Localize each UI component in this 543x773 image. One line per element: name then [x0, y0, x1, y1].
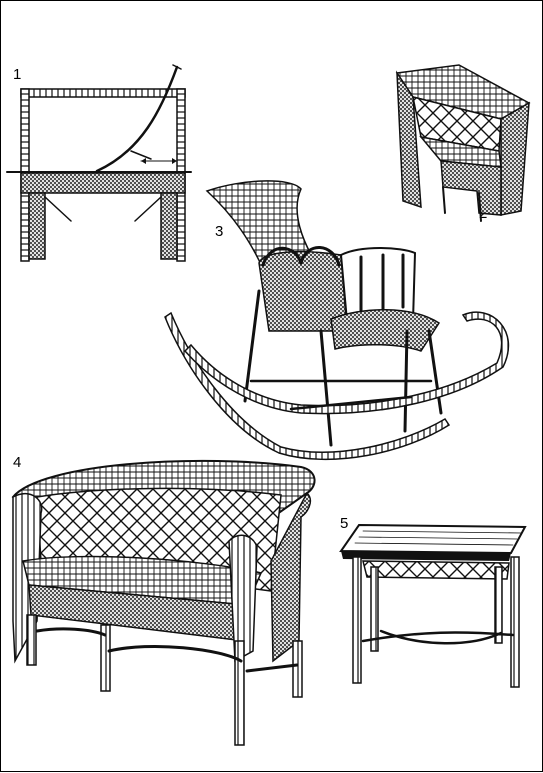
wicker-armchair-illustration — [395, 64, 531, 222]
figure-label-1: 1 — [13, 66, 22, 83]
folding-chair-frame-illustration — [6, 64, 192, 262]
figure-label-4: 4 — [13, 454, 22, 471]
wicker-table-illustration — [339, 523, 527, 688]
figure-label-5: 5 — [340, 515, 349, 532]
figure-label-3: 3 — [215, 223, 224, 240]
wicker-settee-illustration — [11, 459, 316, 746]
wicker-rocking-chair-illustration — [164, 180, 510, 461]
